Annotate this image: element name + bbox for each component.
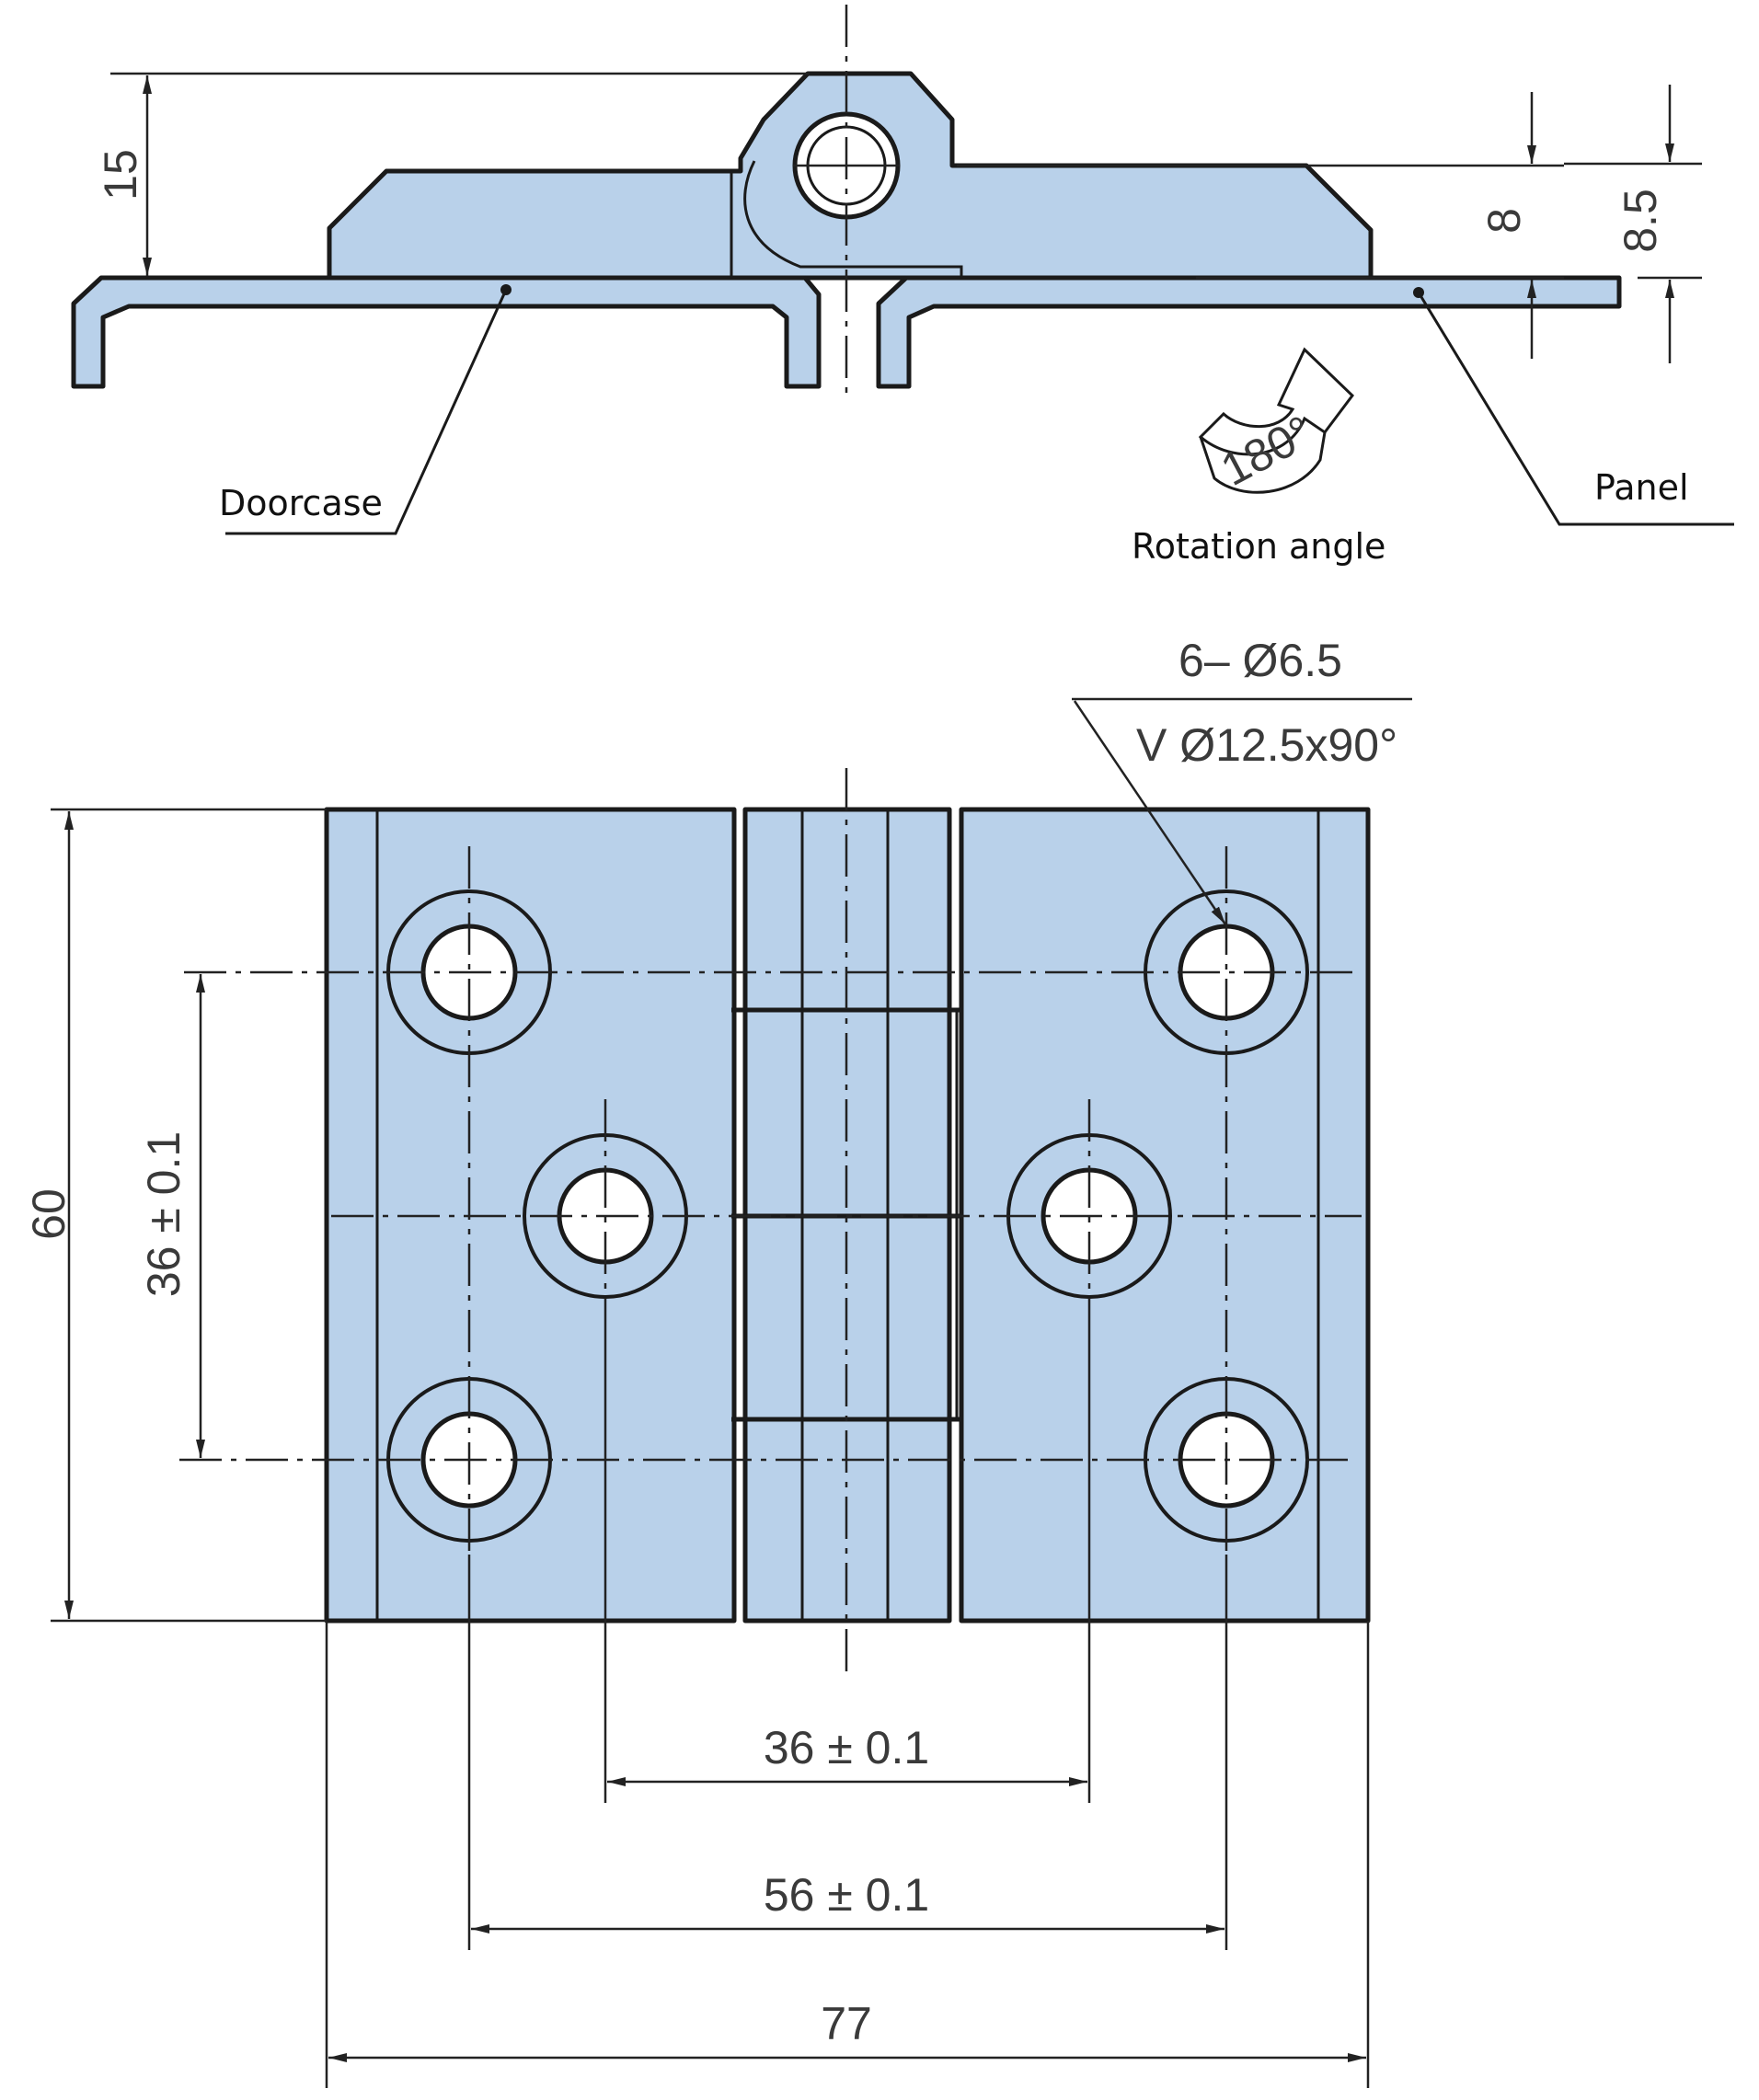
front-view: 6– Ø6.5 V Ø12.5x90° 60 36 ± 0.1 36 ± 0.1… xyxy=(23,635,1412,2088)
panel-bracket xyxy=(876,275,1622,389)
dim-vertical-hole-pitch: 36 ± 0.1 xyxy=(138,1131,190,1297)
dim-inner-holes: 36 ± 0.1 xyxy=(764,1722,929,1773)
doorcase-leader xyxy=(225,289,508,535)
rotation-angle-label: Rotation angle xyxy=(1132,526,1385,567)
panel-leader xyxy=(1417,292,1734,526)
hole-callout-countersink: V Ø12.5x90° xyxy=(1136,719,1397,771)
front-center-lines xyxy=(179,768,1362,1674)
hole-callout-count: 6– Ø6.5 xyxy=(1178,635,1342,686)
doorcase-bracket xyxy=(71,275,822,389)
dim-8: 8 xyxy=(1478,208,1530,234)
dim-15: 15 xyxy=(95,149,146,201)
doorcase-label: Doorcase xyxy=(219,483,383,523)
dim-8-5: 8.5 xyxy=(1615,189,1666,253)
dim-60: 60 xyxy=(23,1188,75,1240)
dim-outer-holes: 56 ± 0.1 xyxy=(764,1869,929,1921)
panel-label: Panel xyxy=(1594,467,1689,508)
dim-width: 77 xyxy=(821,1998,872,2049)
side-view: 15 8 8.5 180° Doorcase Panel Rotation an… xyxy=(71,5,1734,567)
side-knuckle-line xyxy=(743,160,963,278)
rotation-arrow-icon xyxy=(1198,347,1354,494)
